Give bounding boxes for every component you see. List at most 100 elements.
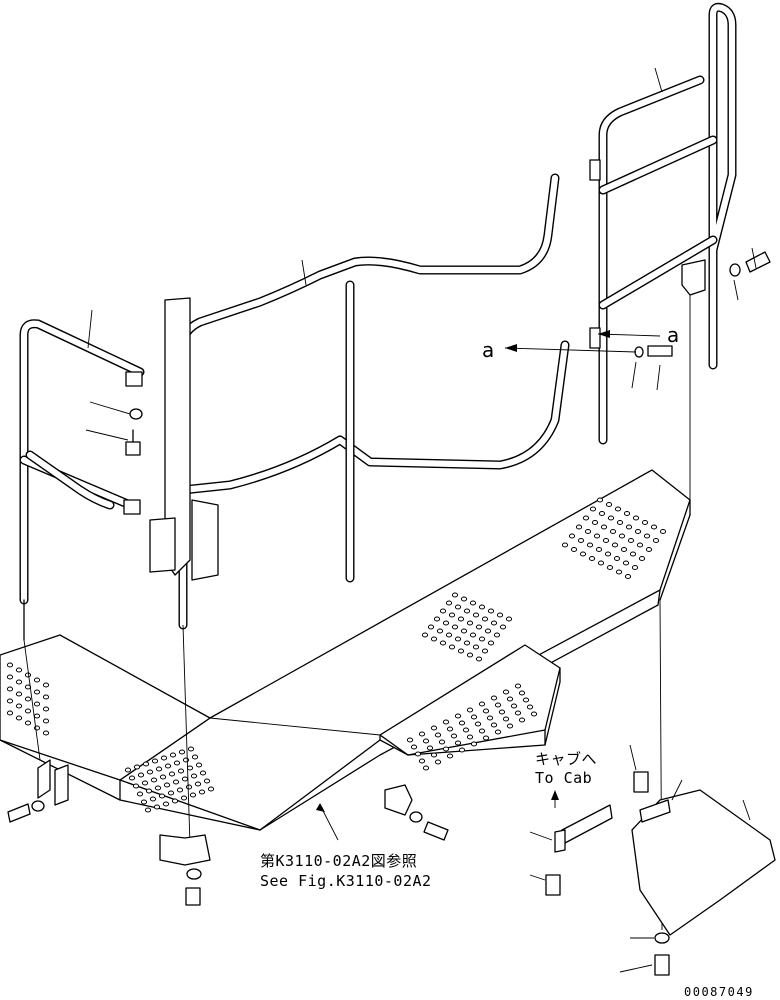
perforation-hole: [607, 515, 615, 521]
perforation-hole: [634, 529, 642, 534]
perforation-hole: [406, 737, 414, 743]
perforation-hole: [187, 746, 195, 752]
perforation-hole: [145, 788, 153, 794]
perforation-hole: [472, 612, 480, 618]
perforation-hole: [659, 529, 667, 534]
perforation-hole: [140, 799, 148, 805]
perforation-hole: [474, 721, 482, 727]
right-handrail: [589, 2, 737, 931]
perforation-hole: [582, 515, 590, 521]
perforation-hole: [154, 785, 162, 791]
perforation-hole: [457, 648, 465, 654]
perforation-hole: [434, 759, 442, 765]
drawing-number: 00087049: [684, 985, 754, 999]
floor-perforations: [6, 497, 667, 813]
perforation-hole: [178, 749, 186, 755]
perforation-hole: [652, 538, 660, 543]
perforation-hole: [24, 672, 32, 678]
perforation-hole: [514, 710, 522, 716]
perforation-hole: [426, 745, 434, 751]
perforation-hole: [146, 769, 154, 775]
perforation-hole: [180, 795, 188, 801]
perforation-hole: [33, 677, 41, 683]
perforation-hole: [478, 604, 486, 610]
perforation-hole: [487, 608, 495, 614]
perforation-hole: [466, 620, 474, 626]
reference-note-ja: 第K3110-02A2図参照: [260, 852, 417, 870]
perforation-hole: [446, 753, 454, 759]
perforation-hole: [207, 786, 215, 792]
perforation-hole: [198, 789, 206, 795]
perforation-hole: [589, 506, 597, 512]
perforation-hole: [454, 713, 462, 719]
perforation-hole: [638, 556, 646, 561]
perforation-hole: [422, 738, 430, 744]
perforation-hole: [42, 706, 50, 712]
perforation-hole: [24, 696, 32, 702]
perforation-hole: [162, 801, 170, 807]
perforation-hole: [414, 751, 422, 757]
perforation-hole: [182, 757, 190, 763]
perforation-hole: [460, 628, 468, 634]
perforation-hole: [584, 529, 592, 534]
perforation-hole: [144, 807, 152, 813]
perforation-hole: [616, 520, 624, 525]
perforation-hole: [158, 793, 166, 799]
perforation-hole: [484, 628, 492, 634]
perforation-hole: [470, 741, 478, 747]
perforation-hole: [478, 701, 486, 707]
perforation-hole: [482, 735, 490, 741]
perforation-hole: [530, 711, 538, 717]
perforation-hole: [463, 640, 471, 646]
view-mark-left: a: [482, 338, 494, 362]
perforation-hole: [502, 716, 510, 722]
perforation-hole: [506, 723, 514, 729]
perforation-hole: [493, 632, 501, 638]
perforation-hole: [132, 783, 140, 789]
perforation-hole: [6, 686, 14, 692]
perforation-hole: [185, 784, 193, 790]
perforation-hole: [155, 766, 163, 772]
perforation-hole: [203, 778, 211, 784]
perforation-hole: [588, 556, 596, 561]
perforation-hole: [199, 770, 207, 776]
perforation-hole: [150, 777, 158, 783]
perforation-hole: [434, 732, 442, 738]
perforation-hole: [42, 694, 50, 700]
perforation-hole: [190, 773, 198, 779]
perforation-hole: [448, 644, 456, 650]
perforation-hole: [421, 632, 429, 638]
perforation-hole: [457, 616, 465, 622]
perforation-hole: [466, 734, 474, 740]
perforation-hole: [615, 569, 623, 575]
to-cab-ja: キャブへ: [535, 750, 597, 768]
perforation-hole: [195, 762, 203, 768]
perforation-hole: [33, 713, 41, 719]
perforation-hole: [620, 547, 628, 552]
perforation-hole: [458, 747, 466, 753]
perforation-hole: [463, 608, 471, 614]
center-handrail: [149, 173, 570, 846]
reference-note-en: See Fig.K3110-02A2: [260, 872, 432, 890]
perforation-hole: [173, 760, 181, 766]
perforation-hole: [418, 758, 426, 764]
perforation-hole: [149, 796, 157, 802]
perforation-hole: [481, 616, 489, 622]
perforation-hole: [614, 506, 622, 512]
perforation-hole: [622, 560, 630, 566]
view-mark-right: a: [667, 323, 679, 347]
perforation-hole: [502, 689, 510, 695]
perforation-hole: [591, 520, 599, 525]
perforation-hole: [189, 792, 197, 798]
perforation-hole: [448, 612, 456, 618]
perforation-hole: [466, 707, 474, 713]
perforation-hole: [167, 790, 175, 796]
perforation-hole: [577, 538, 585, 543]
perforation-hole: [15, 667, 23, 673]
perforation-hole: [466, 652, 474, 658]
perforation-hole: [451, 624, 459, 630]
perforation-hole: [570, 547, 578, 552]
perforation-hole: [6, 710, 14, 716]
perforation-hole: [430, 725, 438, 731]
perforation-hole: [482, 708, 490, 714]
